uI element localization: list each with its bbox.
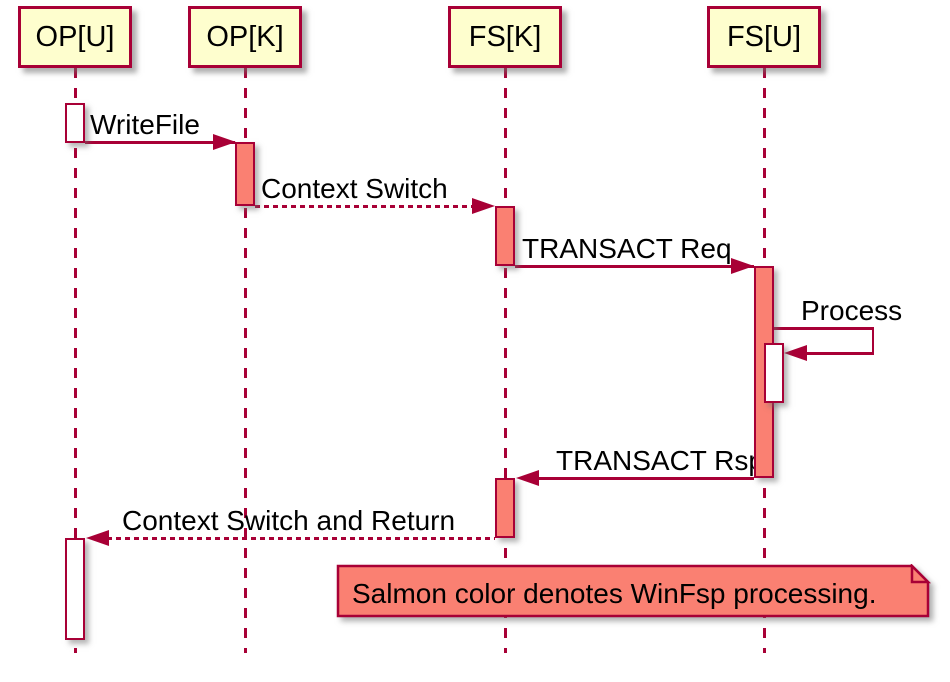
message-context-switch-return-label: Context Switch and Return (122, 505, 456, 536)
message-transact-rsp-label: TRANSACT Rsp (556, 445, 764, 476)
message-transact-rsp-line (537, 477, 754, 480)
message-writefile-line (85, 141, 235, 144)
activation-op-u-1 (65, 103, 85, 143)
participant-fs-u-label: FS[U] (726, 20, 802, 53)
activation-op-k (235, 142, 255, 206)
lifeline-fs-k (504, 68, 507, 653)
activation-op-u-2 (65, 538, 85, 640)
message-context-switch-return-line (107, 537, 495, 540)
participant-fs-k-label: FS[K] (468, 20, 542, 53)
message-process-line-bottom (794, 352, 874, 355)
message-transact-req-line (515, 265, 754, 268)
arrowhead-left-icon (86, 530, 109, 546)
message-context-switch-line (255, 205, 473, 208)
note-shape (336, 564, 932, 618)
participant-fs-k: FS[K] (448, 6, 562, 68)
note-text: Salmon color denotes WinFsp processing. (352, 578, 877, 609)
message-process-line-right (871, 327, 874, 354)
arrowhead-right-icon (731, 258, 754, 274)
activation-fs-u-process (764, 343, 784, 403)
message-context-switch-label: Context Switch (261, 173, 448, 204)
arrowhead-left-icon (784, 345, 807, 361)
activation-fs-k-1 (495, 206, 515, 266)
lifeline-op-u (74, 68, 77, 653)
participant-fs-u: FS[U] (707, 6, 821, 68)
activation-fs-k-2 (495, 478, 515, 538)
arrowhead-left-icon (516, 470, 539, 486)
arrowhead-right-icon (472, 198, 495, 214)
message-writefile-label: WriteFile (90, 109, 200, 140)
participant-op-u-label: OP[U] (35, 20, 115, 53)
participant-op-u: OP[U] (18, 6, 132, 68)
arrowhead-right-icon (213, 134, 236, 150)
participant-op-k-label: OP[K] (206, 20, 284, 53)
message-transact-req-label: TRANSACT Req (522, 233, 732, 264)
lifeline-op-k (244, 68, 247, 653)
message-process-line-top (774, 327, 874, 330)
participant-op-k: OP[K] (188, 6, 302, 68)
message-process-label: Process (801, 295, 903, 326)
